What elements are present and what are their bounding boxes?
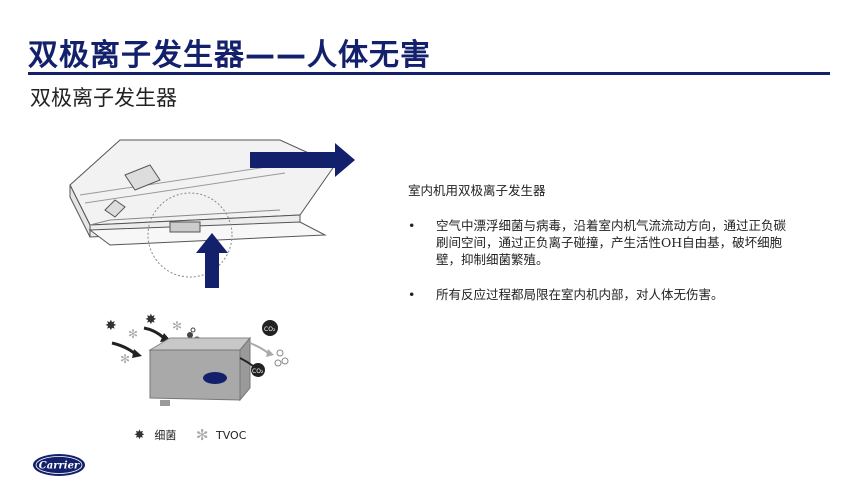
- description-heading: 室内机用双极离子发生器: [408, 183, 546, 198]
- bullet-symbol: •: [408, 287, 416, 302]
- legend-tvoc-label: TVOC: [215, 428, 247, 442]
- airflow-in-arrow: [196, 233, 228, 288]
- legend: ✸ 细菌 ✻ TVOC: [134, 426, 246, 444]
- svg-text:✸: ✸: [145, 312, 157, 328]
- indoor-unit-illustration: [69, 139, 355, 288]
- page-title: 双极离子发生器——人体无害: [28, 38, 431, 73]
- airflow-out-arrow: [250, 143, 355, 177]
- bullet-item: • 空气中漂浮细菌与病毒，沿着室内机气流流动方向，通过正负碳刷间空间，通过正负离…: [408, 217, 788, 268]
- bullet-symbol: •: [408, 218, 416, 233]
- title-divider: [28, 72, 830, 75]
- svg-text:✻: ✻: [128, 327, 138, 341]
- tvoc-icon: ✻: [195, 426, 209, 444]
- svg-text:✻: ✻: [120, 352, 130, 366]
- bullet-item: • 所有反应过程都局限在室内机内部，对人体无伤害。: [408, 286, 788, 303]
- co2-label-bottom: CO₂: [252, 368, 264, 375]
- co2-label-top: CO₂: [264, 326, 276, 333]
- description-block: 室内机用双极离子发生器 • 空气中漂浮细菌与病毒，沿着室内机气流流动方向，通过正…: [408, 180, 788, 321]
- page-subtitle: 双极离子发生器: [30, 86, 177, 110]
- logo-text: Carrier: [39, 461, 80, 472]
- legend-bacteria-label: 细菌: [154, 429, 177, 442]
- svg-text:✻: ✻: [172, 319, 182, 333]
- svg-text:✸: ✸: [105, 318, 117, 334]
- bacteria-icon: ✸: [134, 427, 145, 443]
- bullet-text: 所有反应过程都局限在室内机内部，对人体无伤害。: [436, 287, 724, 302]
- carrier-logo: Carrier: [33, 454, 85, 476]
- bullet-text: 空气中漂浮细菌与病毒，沿着室内机气流流动方向，通过正负碳刷间空间，通过正负离子碰…: [436, 218, 787, 267]
- ion-generator-illustration: ✸ ✸ ✻ ✻ ✻ CO₂ CO₂: [105, 312, 289, 406]
